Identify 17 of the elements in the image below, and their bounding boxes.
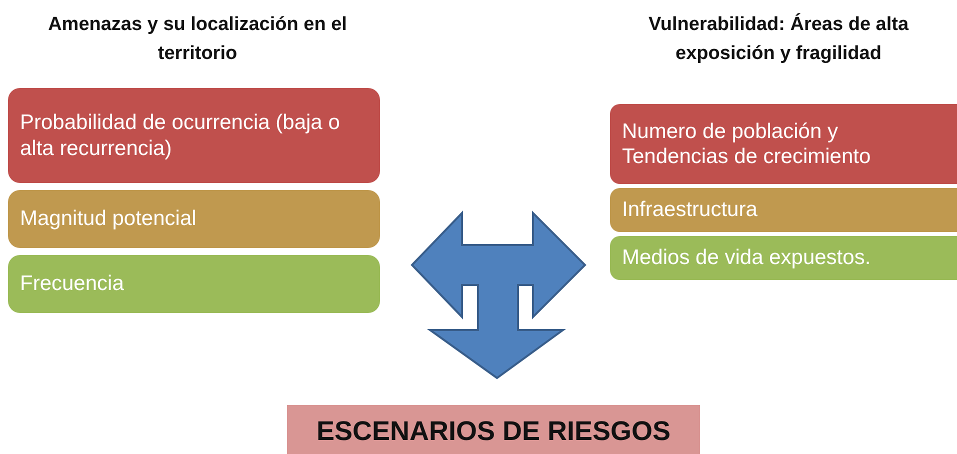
box-text: Frecuencia — [20, 271, 124, 297]
heading: Vulnerabilidad: Áreas de alta exposición y fragilidad — [647, 12, 910, 66]
category-box — [610, 188, 957, 232]
category-box — [8, 88, 380, 183]
box-text: Magnitud potencial — [20, 206, 196, 232]
category-box — [8, 255, 380, 313]
three-way-arrow — [410, 210, 588, 380]
heading: Amenazas y su localización en el territorio — [47, 13, 348, 66]
category-box — [610, 236, 957, 280]
box-text: Probabilidad de ocurrencia (baja o alta recurrencia) — [20, 110, 341, 161]
box-text: ESCENARIOS DE RIESGOS — [316, 415, 671, 448]
title-box — [287, 405, 700, 454]
box-text: Medios de vida expuestos. — [622, 245, 871, 271]
category-box — [8, 190, 380, 248]
box-text: Infraestructura — [622, 197, 758, 223]
box-text: Numero de población y Tendencias de crecimiento — [622, 118, 872, 170]
category-box — [610, 104, 957, 184]
